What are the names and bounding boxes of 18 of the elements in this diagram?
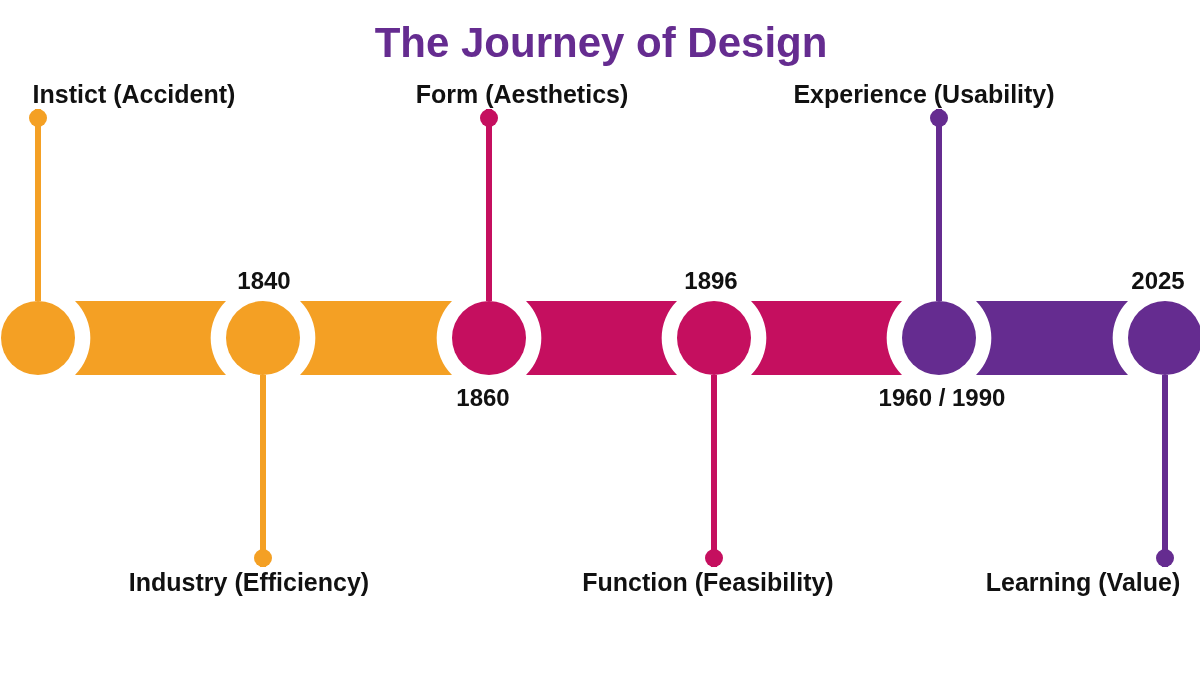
title: The Journey of Design — [374, 18, 828, 68]
leader-line — [705, 375, 723, 567]
milestone-label: Function (Feasibility) — [582, 567, 834, 597]
milestone-label: Experience (Usability) — [793, 79, 1055, 109]
leader-line — [254, 375, 272, 567]
milestone-label: Industry (Efficiency) — [128, 567, 370, 597]
year-label: 2025 — [1131, 266, 1185, 295]
leader-line — [480, 109, 498, 301]
milestone-label: Form (Aesthetics) — [415, 79, 629, 109]
leader-line — [29, 109, 47, 301]
year-label: 1860 — [456, 383, 510, 412]
milestone-label: Learning (Value) — [985, 567, 1181, 597]
year-label: 1896 — [684, 266, 738, 295]
year-label: 1840 — [237, 266, 291, 295]
leader-line — [930, 109, 948, 301]
milestone-label: Instict (Accident) — [32, 79, 236, 109]
year-label: 1960 / 1990 — [878, 383, 1006, 412]
leader-line — [1156, 375, 1174, 567]
